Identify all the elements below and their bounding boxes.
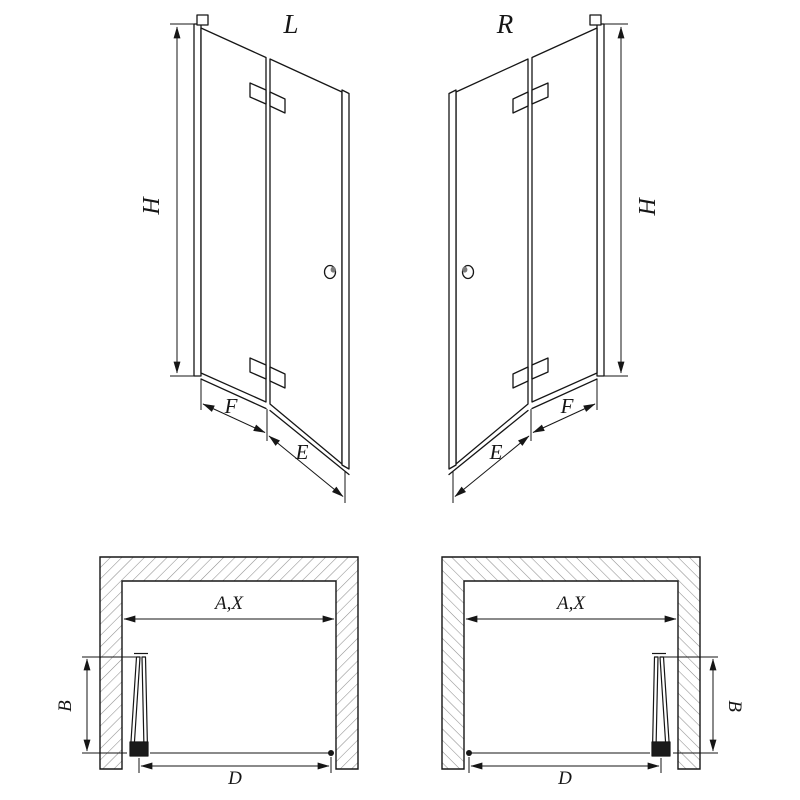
label-depth-left: B (55, 700, 76, 712)
label-height-left: H (139, 196, 165, 216)
label-opening-width-left: A,X (213, 593, 244, 614)
elevation-left: L H F E (139, 9, 349, 503)
label-height-right: H (633, 196, 659, 216)
label-f-left: F (224, 394, 238, 418)
label-passage-left: D (227, 768, 242, 789)
elevation-right: R H E F (449, 9, 659, 503)
label-f-right: F (560, 394, 574, 418)
plan-right: A,X B D (442, 557, 745, 789)
label-e-right: E (489, 440, 503, 464)
label-opening-width-right: A,X (555, 593, 586, 614)
plan-left: A,X B D (55, 557, 358, 789)
label-passage-right: D (557, 768, 572, 789)
label-variant-right: R (496, 9, 514, 39)
label-depth-right: B (724, 700, 745, 712)
label-variant-left: L (282, 9, 298, 39)
label-e-left: E (295, 440, 309, 464)
